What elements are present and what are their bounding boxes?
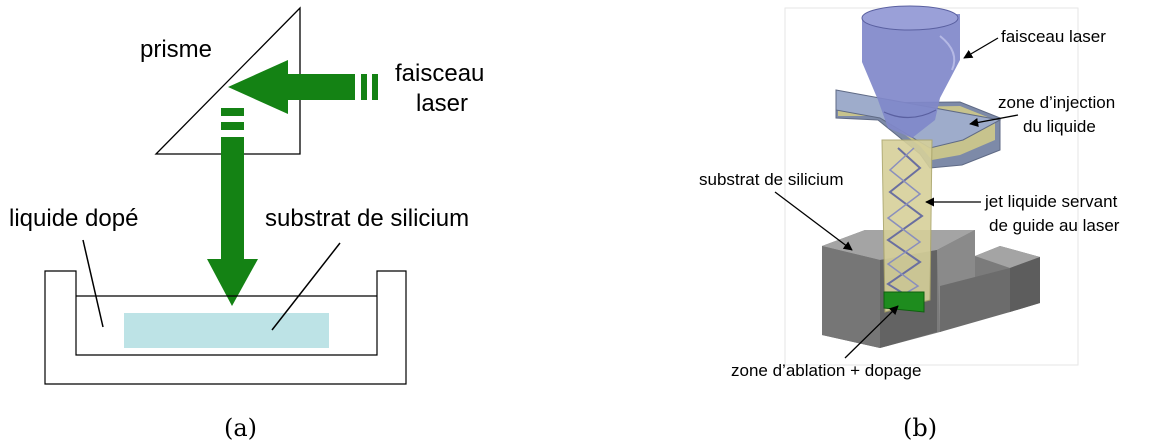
laser-zigzag-path-2 bbox=[886, 147, 922, 301]
silicon-substrate-a bbox=[124, 313, 329, 348]
substrate-label-a: substrat de silicium bbox=[265, 205, 469, 232]
injection-arrow bbox=[969, 114, 1019, 127]
horizontal-laser-beam bbox=[228, 60, 378, 114]
ablation-label: zone d’ablation + dopage bbox=[731, 361, 921, 380]
beam-label-b: faisceau laser bbox=[1001, 27, 1106, 46]
substrate-leader-line-a bbox=[271, 242, 341, 331]
ablation-zone bbox=[883, 291, 925, 313]
jet-label-line2: de guide au laser bbox=[989, 216, 1120, 235]
prism-label: prisme bbox=[140, 36, 212, 63]
substrate-label-b: substrat de silicium bbox=[699, 170, 844, 189]
beam-label-line1: faisceau bbox=[395, 60, 484, 87]
liquid-label: liquide dopé bbox=[9, 205, 138, 232]
panel-a: prisme faisceau laser liquide dopé subst… bbox=[9, 6, 484, 442]
substrate-arrow-b bbox=[774, 191, 853, 251]
injection-label-line2: du liquide bbox=[1023, 117, 1096, 136]
laser-nozzle bbox=[861, 5, 960, 138]
caption-a: (a) bbox=[224, 414, 257, 442]
container-outer bbox=[44, 270, 407, 385]
injection-label-line1: zone d’injection bbox=[998, 93, 1115, 112]
silicon-block-b bbox=[822, 230, 1040, 348]
panel-b: faisceau laser zone d’injection du liqui… bbox=[699, 5, 1120, 442]
beam-arrow-b bbox=[963, 37, 999, 59]
vertical-laser-beam bbox=[207, 108, 258, 306]
beam-label-line2: laser bbox=[416, 90, 468, 117]
jet-label-line1: jet liquide servant bbox=[984, 192, 1118, 211]
liquid-leader-line bbox=[82, 239, 104, 328]
ablation-arrow bbox=[844, 305, 899, 359]
caption-b: (b) bbox=[903, 414, 937, 442]
laser-zigzag-path bbox=[886, 147, 924, 301]
